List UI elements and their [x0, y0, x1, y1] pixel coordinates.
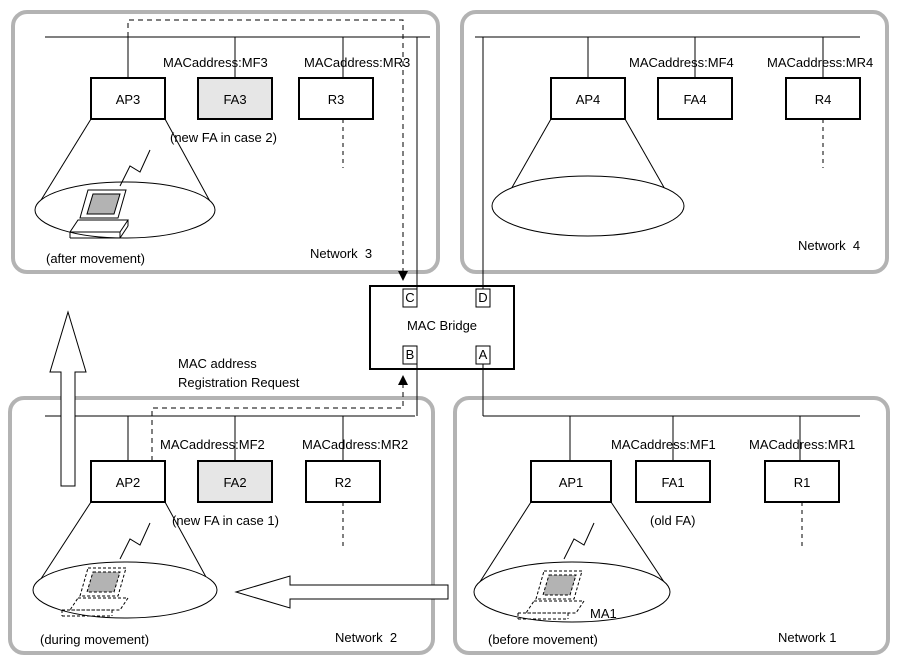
- ap4-label: AP4: [576, 92, 601, 107]
- r3-box: [298, 77, 374, 120]
- network-4: MACaddress:MF4 MACaddress:MR4 AP4 FA4 R4…: [460, 10, 889, 274]
- n3-host-note: (after movement): [46, 251, 145, 266]
- ap4-coverage-area: [491, 175, 685, 237]
- network-2: MACaddress:MF2 MACaddress:MR2 AP2 FA2 R2…: [8, 396, 435, 655]
- movement-arrow-left: [234, 575, 449, 609]
- fa2-box: [197, 460, 273, 503]
- laptop-icon: [517, 570, 585, 620]
- registration-request-line2: Registration Request: [178, 375, 300, 390]
- ma1-label: MA1: [590, 606, 617, 621]
- mac-bridge-label: MAC Bridge: [407, 318, 477, 333]
- wireless-signal-icon: [119, 149, 151, 187]
- laptop-icon: [69, 189, 129, 239]
- r1-box: [764, 460, 840, 503]
- movement-arrow-up: [49, 310, 87, 487]
- fa3-mac-label: MACaddress:MF3: [163, 55, 268, 70]
- ap3-box: [90, 77, 166, 120]
- fa4-label: FA4: [683, 92, 706, 107]
- registration-path-network-2: [151, 375, 408, 461]
- network-2-label: Network 2: [335, 630, 397, 645]
- fa4-box: [657, 77, 733, 120]
- n2-host-note: (during movement): [40, 632, 149, 647]
- fa1-mac-label: MACaddress:MF1: [611, 437, 716, 452]
- ap3-label: AP3: [116, 92, 141, 107]
- network-3: MACaddress:MF3 MACaddress:MR3 AP3 FA3 R3…: [11, 10, 440, 274]
- r2-mac-label: MACaddress:MR2: [302, 437, 408, 452]
- bridge-port-c-label: C: [405, 290, 414, 305]
- ap2-label: AP2: [116, 475, 141, 490]
- network-1-border: [453, 396, 890, 655]
- r1-mac-label: MACaddress:MR1: [749, 437, 855, 452]
- bridge-port-a-label: A: [479, 347, 488, 362]
- fa4-mac-label: MACaddress:MF4: [629, 55, 734, 70]
- network-2-border: [8, 396, 435, 655]
- fa3-box: [197, 77, 273, 120]
- ap1-box: [530, 460, 612, 503]
- bridge-port-b-label: B: [406, 347, 415, 362]
- laptop-icon: [61, 567, 129, 617]
- network-4-label: Network 4: [798, 238, 860, 253]
- network-4-border: [460, 10, 889, 274]
- n1-host-note: (before movement): [488, 632, 598, 647]
- bridge-port-b: [402, 345, 418, 365]
- r4-label: R4: [815, 92, 832, 107]
- r3-mac-label: MACaddress:MR3: [304, 55, 410, 70]
- network-3-label: Network 3: [310, 246, 372, 261]
- network-3-border: [11, 10, 440, 274]
- wireless-signal-icon: [563, 522, 595, 560]
- ap1-label: AP1: [559, 475, 584, 490]
- wireless-signal-icon: [119, 522, 151, 560]
- ap2-box: [90, 460, 166, 503]
- ap4-box: [550, 77, 626, 120]
- bridge-port-d-label: D: [478, 290, 487, 305]
- fa3-label: FA3: [223, 92, 246, 107]
- r3-label: R3: [328, 92, 345, 107]
- network-1: MACaddress:MF1 MACaddress:MR1 AP1 FA1 R1…: [453, 396, 890, 655]
- fa1-box: [635, 460, 711, 503]
- fa3-note: (new FA in case 2): [170, 130, 277, 145]
- r1-label: R1: [794, 475, 811, 490]
- fa1-note: (old FA): [650, 513, 696, 528]
- network-1-label: Network 1: [778, 630, 837, 645]
- fa2-note: (new FA in case 1): [172, 513, 279, 528]
- r4-mac-label: MACaddress:MR4: [767, 55, 873, 70]
- bridge-port-c: [402, 288, 418, 308]
- fa2-label: FA2: [223, 475, 246, 490]
- r2-label: R2: [335, 475, 352, 490]
- registration-request-line1: MAC address: [178, 356, 257, 371]
- fa1-label: FA1: [661, 475, 684, 490]
- mac-bridge: MAC Bridge C D B A: [369, 285, 515, 370]
- fa2-mac-label: MACaddress:MF2: [160, 437, 265, 452]
- registration-path-network-3: [127, 19, 408, 281]
